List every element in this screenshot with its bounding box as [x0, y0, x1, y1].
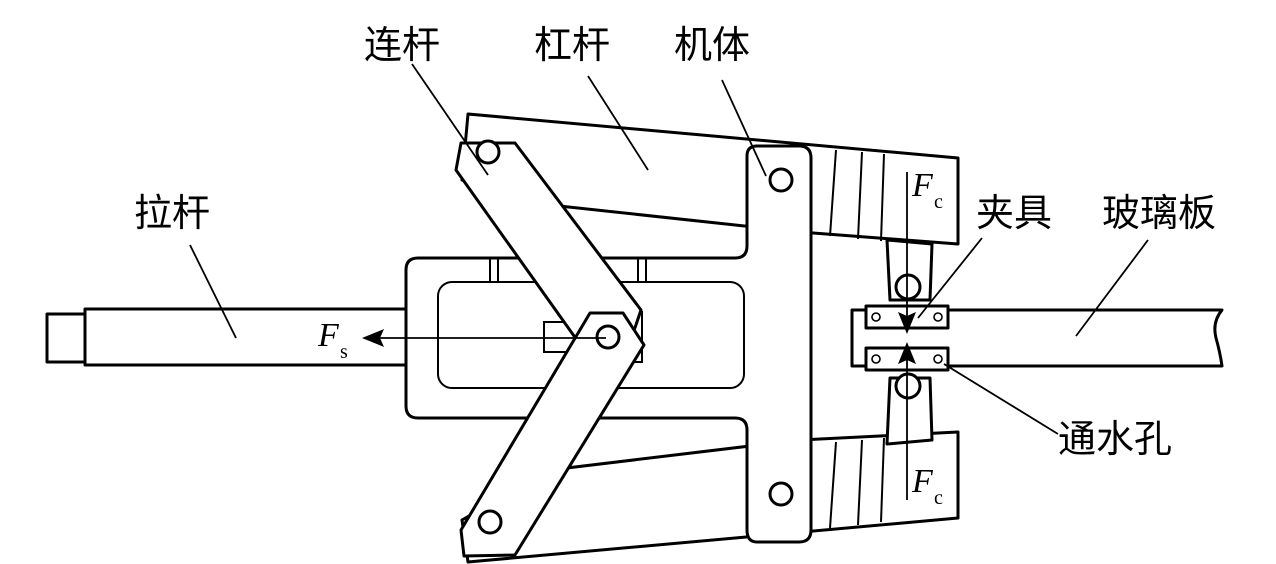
fixture-pin-top: [894, 273, 922, 301]
pull-rod: [45, 307, 417, 367]
force-arrow-fs: [362, 329, 606, 347]
leader-connecting-rod: [411, 63, 489, 176]
leader-glass-plate: [1075, 239, 1149, 337]
label-connecting-rod: 连杆: [364, 23, 440, 67]
label-glass-plate: 玻璃板: [1102, 191, 1216, 235]
central-pin: [595, 324, 621, 350]
force-label-fc-bottom: F: [911, 463, 934, 500]
label-lever: 杠杆: [534, 23, 610, 67]
label-fixture: 夹具: [976, 191, 1052, 235]
link-pin-lower: [477, 509, 503, 535]
leader-pull-rod: [189, 244, 237, 339]
leader-body: [721, 79, 767, 177]
force-arrow-fc-bottom: [898, 342, 916, 500]
leader-lever: [587, 75, 649, 171]
leader-fixture: [917, 237, 983, 319]
force-label-fc-top: F: [911, 167, 934, 204]
link-pin-upper: [475, 139, 501, 165]
label-body: 机体: [674, 23, 750, 67]
label-pull-rod: 拉杆: [134, 191, 210, 235]
force-sub-fc-top: c: [934, 191, 943, 213]
force-label-fs: F: [317, 317, 340, 354]
force-sub-fs: s: [340, 341, 348, 363]
body-pin-bottom: [768, 481, 794, 507]
label-water-hole: 通水孔: [1058, 417, 1172, 461]
leader-water-hole: [943, 363, 1059, 435]
body-pin-top: [768, 167, 794, 193]
lower-link: [459, 311, 646, 558]
force-arrow-fc-top: [898, 172, 916, 334]
fixture-pin-bottom: [894, 372, 922, 400]
force-sub-fc-bottom: c: [934, 487, 943, 509]
